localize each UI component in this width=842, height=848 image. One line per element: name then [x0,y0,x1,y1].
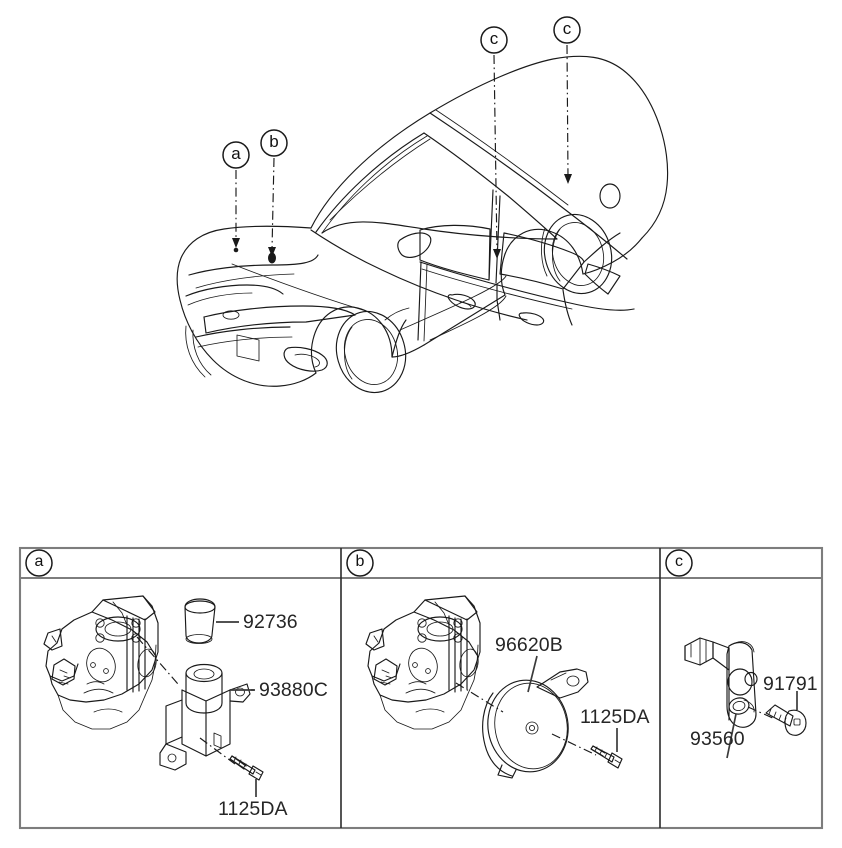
assembly-line-a-2 [199,737,236,765]
part-number-96620B: 96620B [495,634,563,656]
callout-label-c2: c [562,19,572,38]
part-1125DA-bolt-b [590,745,623,769]
fender-apron-bracket-b [365,595,481,730]
callout-circle-c2 [553,16,581,44]
assembly-line-c-1 [747,706,776,720]
cell-marker-a [25,549,53,577]
callout-label-a: a [231,144,241,163]
panel-b-artwork [365,595,623,779]
part-number-91791: 91791 [763,673,818,695]
callout-markers [222,16,581,169]
panel-c-artwork [684,637,807,759]
table-outer-border [18,546,824,830]
part-number-1125DA-a: 1125DA [218,798,288,820]
assembly-line-a-1 [136,636,179,685]
fender-apron-bracket-a [43,595,159,730]
part-number-92736: 92736 [243,611,298,633]
leader-93560 [726,713,737,759]
part-93560-door-switch [684,637,758,728]
part-number-1125DA-b: 1125DA [580,706,650,728]
callout-circle-a [222,141,250,169]
part-91791-screw [765,704,807,736]
part-92736-bumper-rubber [184,598,216,644]
table-cell-marker-label-c: c [675,553,683,570]
panel-a-artwork [43,595,264,797]
part-1125DA-bolt-a [229,755,264,781]
cell-marker-b [346,549,374,577]
callout-label-b: b [269,132,279,151]
assembly-line-b-2 [551,733,597,756]
leader-96620B [527,655,538,693]
part-96620B-horn [482,668,589,779]
car-doors-and-sides [384,232,573,358]
car-wheels [335,183,621,394]
callout-circle-c1 [480,26,508,54]
part-number-93880C: 93880C [259,679,328,701]
part-number-93560: 93560 [690,728,745,750]
callout-label-c1: c [489,29,499,48]
callout-leader-lines [232,44,572,264]
cell-marker-c [665,549,693,577]
table-cell-marker-label-b: b [355,553,365,570]
callout-circle-b [260,129,288,157]
car-body-outline [176,55,669,387]
table-cell-marker-label-a: a [34,553,44,570]
part-93880C-crash-sensor [159,663,251,771]
